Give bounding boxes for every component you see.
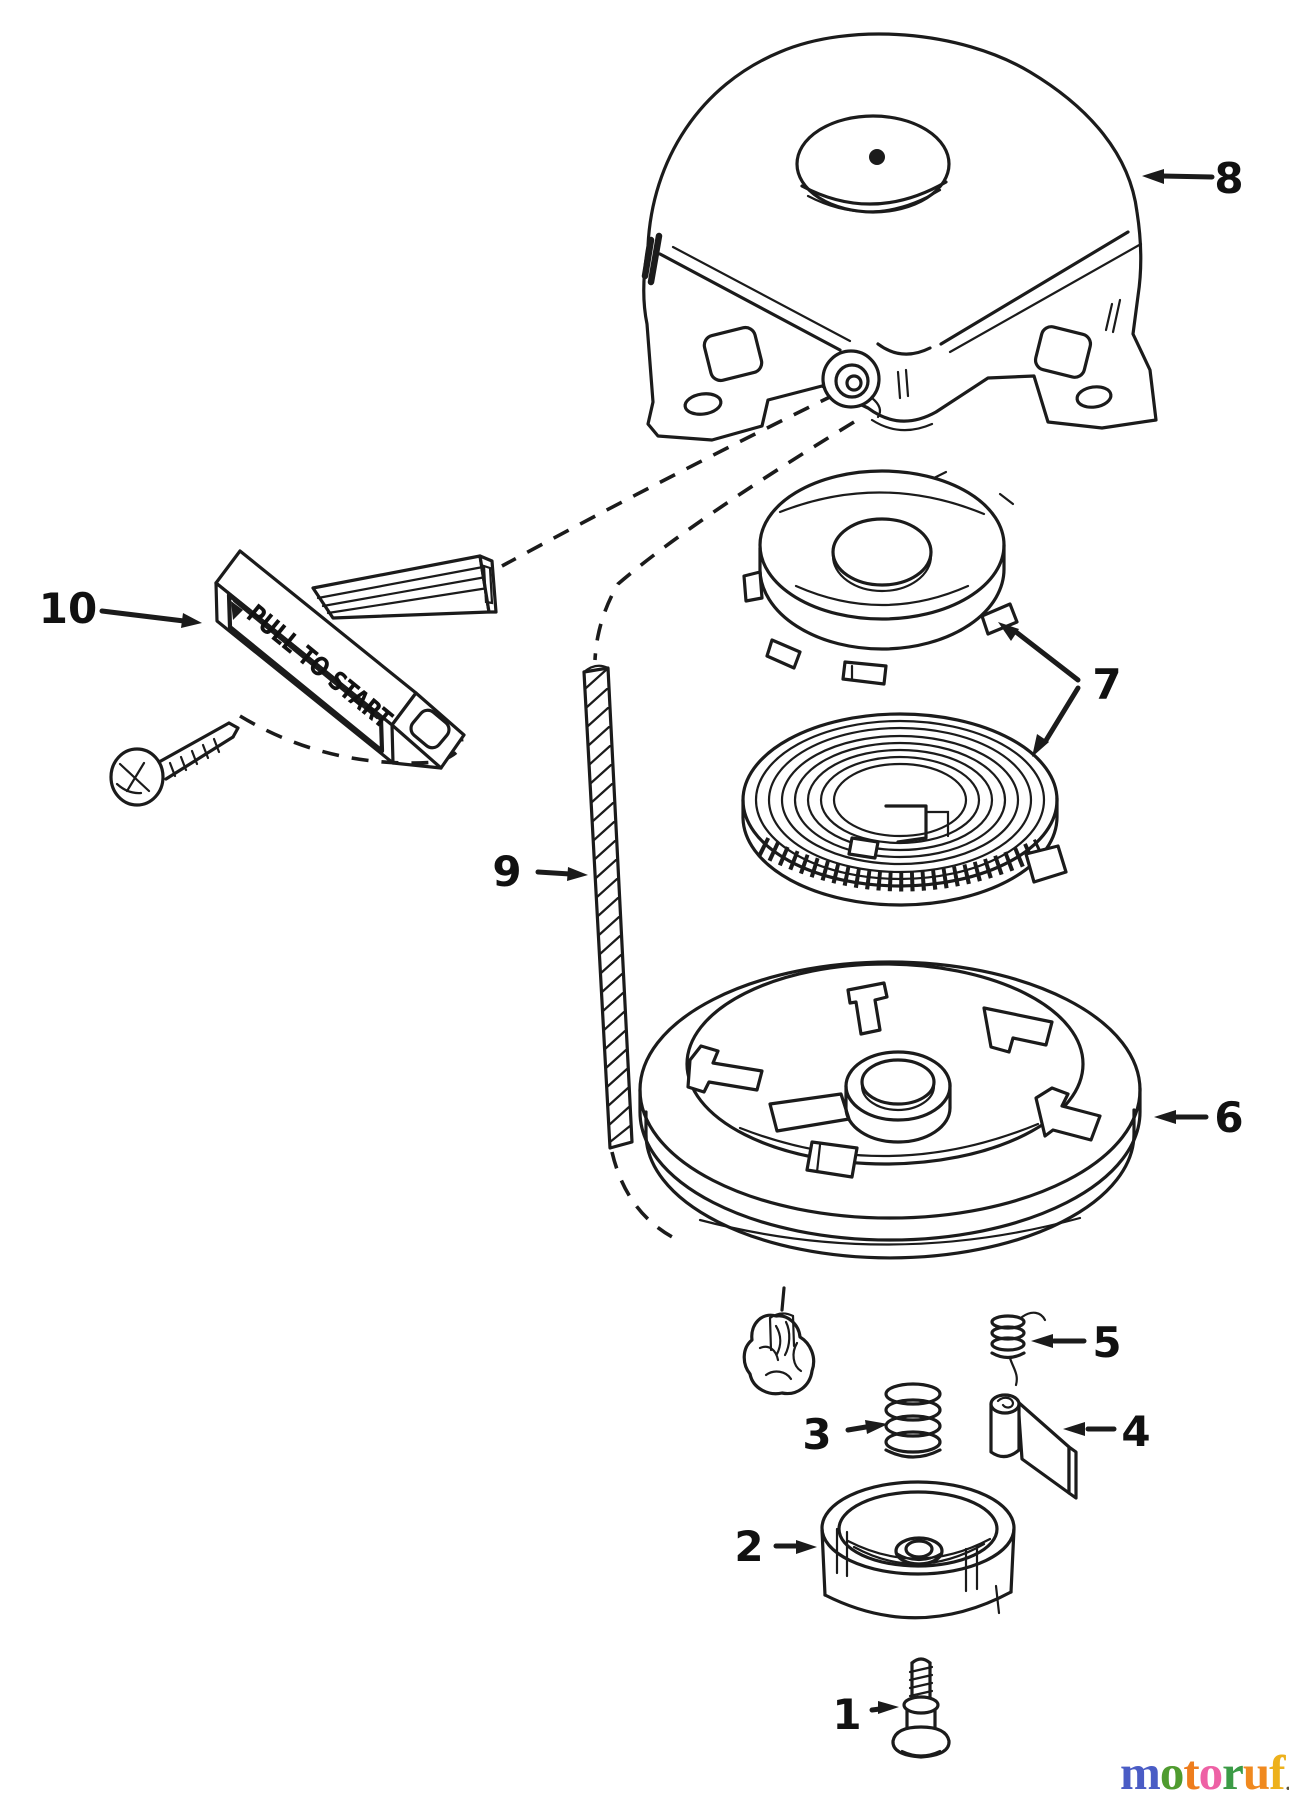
- handle-rope-hole: [409, 708, 451, 750]
- brand-wordmark: motoruf: [1120, 1745, 1286, 1800]
- leader-arrowhead: [796, 1540, 817, 1554]
- svg-text:4: 4: [1121, 1407, 1150, 1456]
- handle-screw: [109, 721, 240, 807]
- leader-arrowhead: [865, 1420, 888, 1434]
- pulley-ratchet-tabs: [686, 981, 1102, 1179]
- starter-housing: [641, 32, 1158, 442]
- part-label-3: 3: [802, 1410, 888, 1459]
- rope-hatching: [584, 668, 632, 1144]
- svg-text:8: 8: [1214, 154, 1243, 203]
- svg-text:9: 9: [492, 847, 521, 896]
- svg-text:10: 10: [39, 584, 97, 633]
- starter-cup: [820, 1480, 1016, 1620]
- rope-pulley: [638, 960, 1142, 1260]
- pulley-hub: [844, 1050, 952, 1144]
- part-label-7: 7: [998, 622, 1122, 757]
- spring-retainer-cap: [742, 469, 1019, 686]
- part-label-10: 10: [39, 584, 202, 633]
- part-label-1: 1: [832, 1690, 899, 1739]
- part-label-9: 9: [492, 847, 588, 896]
- mounting-ear-hole-left: [683, 392, 723, 416]
- rope-eyelet: [821, 349, 882, 419]
- housing-center-dot: [869, 149, 885, 165]
- leader-arrowhead: [878, 1701, 899, 1714]
- rope-path-dashed: [239, 392, 855, 1312]
- housing-vent-hole-left: [702, 325, 764, 383]
- svg-text:1: 1: [832, 1690, 861, 1739]
- callout-labels: 8 7 10 9 6 5: [39, 154, 1244, 1739]
- recoil-spring: [741, 712, 1068, 907]
- leader-arrowhead: [998, 622, 1019, 641]
- svg-text:3: 3: [802, 1410, 831, 1459]
- pull-handle: PULL TO START: [214, 549, 498, 770]
- leader-arrowhead: [1031, 1334, 1053, 1348]
- part-label-2: 2: [734, 1522, 817, 1571]
- part-label-4: 4: [1063, 1407, 1151, 1456]
- friction-lever: [989, 1393, 1078, 1500]
- leader-arrowhead: [567, 867, 588, 881]
- leader-arrowhead: [1154, 1110, 1176, 1124]
- part-label-6: 6: [1154, 1093, 1244, 1142]
- svg-text:2: 2: [734, 1522, 763, 1571]
- part-label-8: 8: [1142, 154, 1244, 203]
- housing-vent-hole-right: [1033, 325, 1093, 379]
- leader-arrowhead: [1032, 734, 1049, 757]
- mounting-bolt: [891, 1657, 951, 1759]
- leader-arrowhead: [1063, 1422, 1085, 1436]
- brake-spring: [884, 1382, 942, 1459]
- svg-text:6: 6: [1214, 1093, 1243, 1142]
- mounting-ear-hole-right: [1075, 385, 1113, 409]
- part-label-5: 5: [1031, 1318, 1122, 1367]
- starter-rope: [582, 664, 634, 1150]
- brand-watermark: motoruf.de: [1120, 1748, 1289, 1797]
- rope-knot: [742, 1312, 816, 1396]
- return-spring: [990, 1311, 1047, 1387]
- brand-domain-suffix: .de: [1286, 1773, 1289, 1794]
- leader-arrowhead: [181, 613, 202, 628]
- svg-text:5: 5: [1092, 1318, 1121, 1367]
- svg-text:7: 7: [1092, 660, 1121, 709]
- leader-arrowhead: [1142, 169, 1164, 184]
